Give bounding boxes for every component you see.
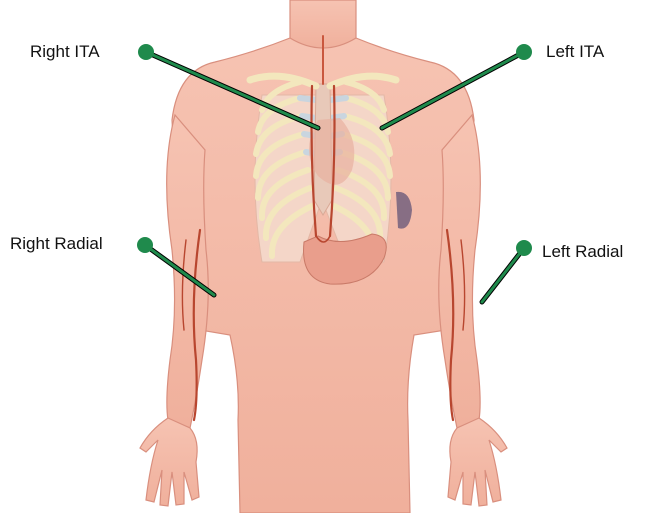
label-right-ita: Right ITA	[30, 42, 100, 62]
leader-dot-left-ita	[516, 44, 532, 60]
label-right-radial: Right Radial	[10, 234, 103, 254]
label-left-radial: Left Radial	[542, 242, 623, 262]
leader-dot-left-radial	[516, 240, 532, 256]
label-left-ita: Left ITA	[546, 42, 604, 62]
leader-dot-right-ita	[138, 44, 154, 60]
leader-dot-right-radial	[137, 237, 153, 253]
